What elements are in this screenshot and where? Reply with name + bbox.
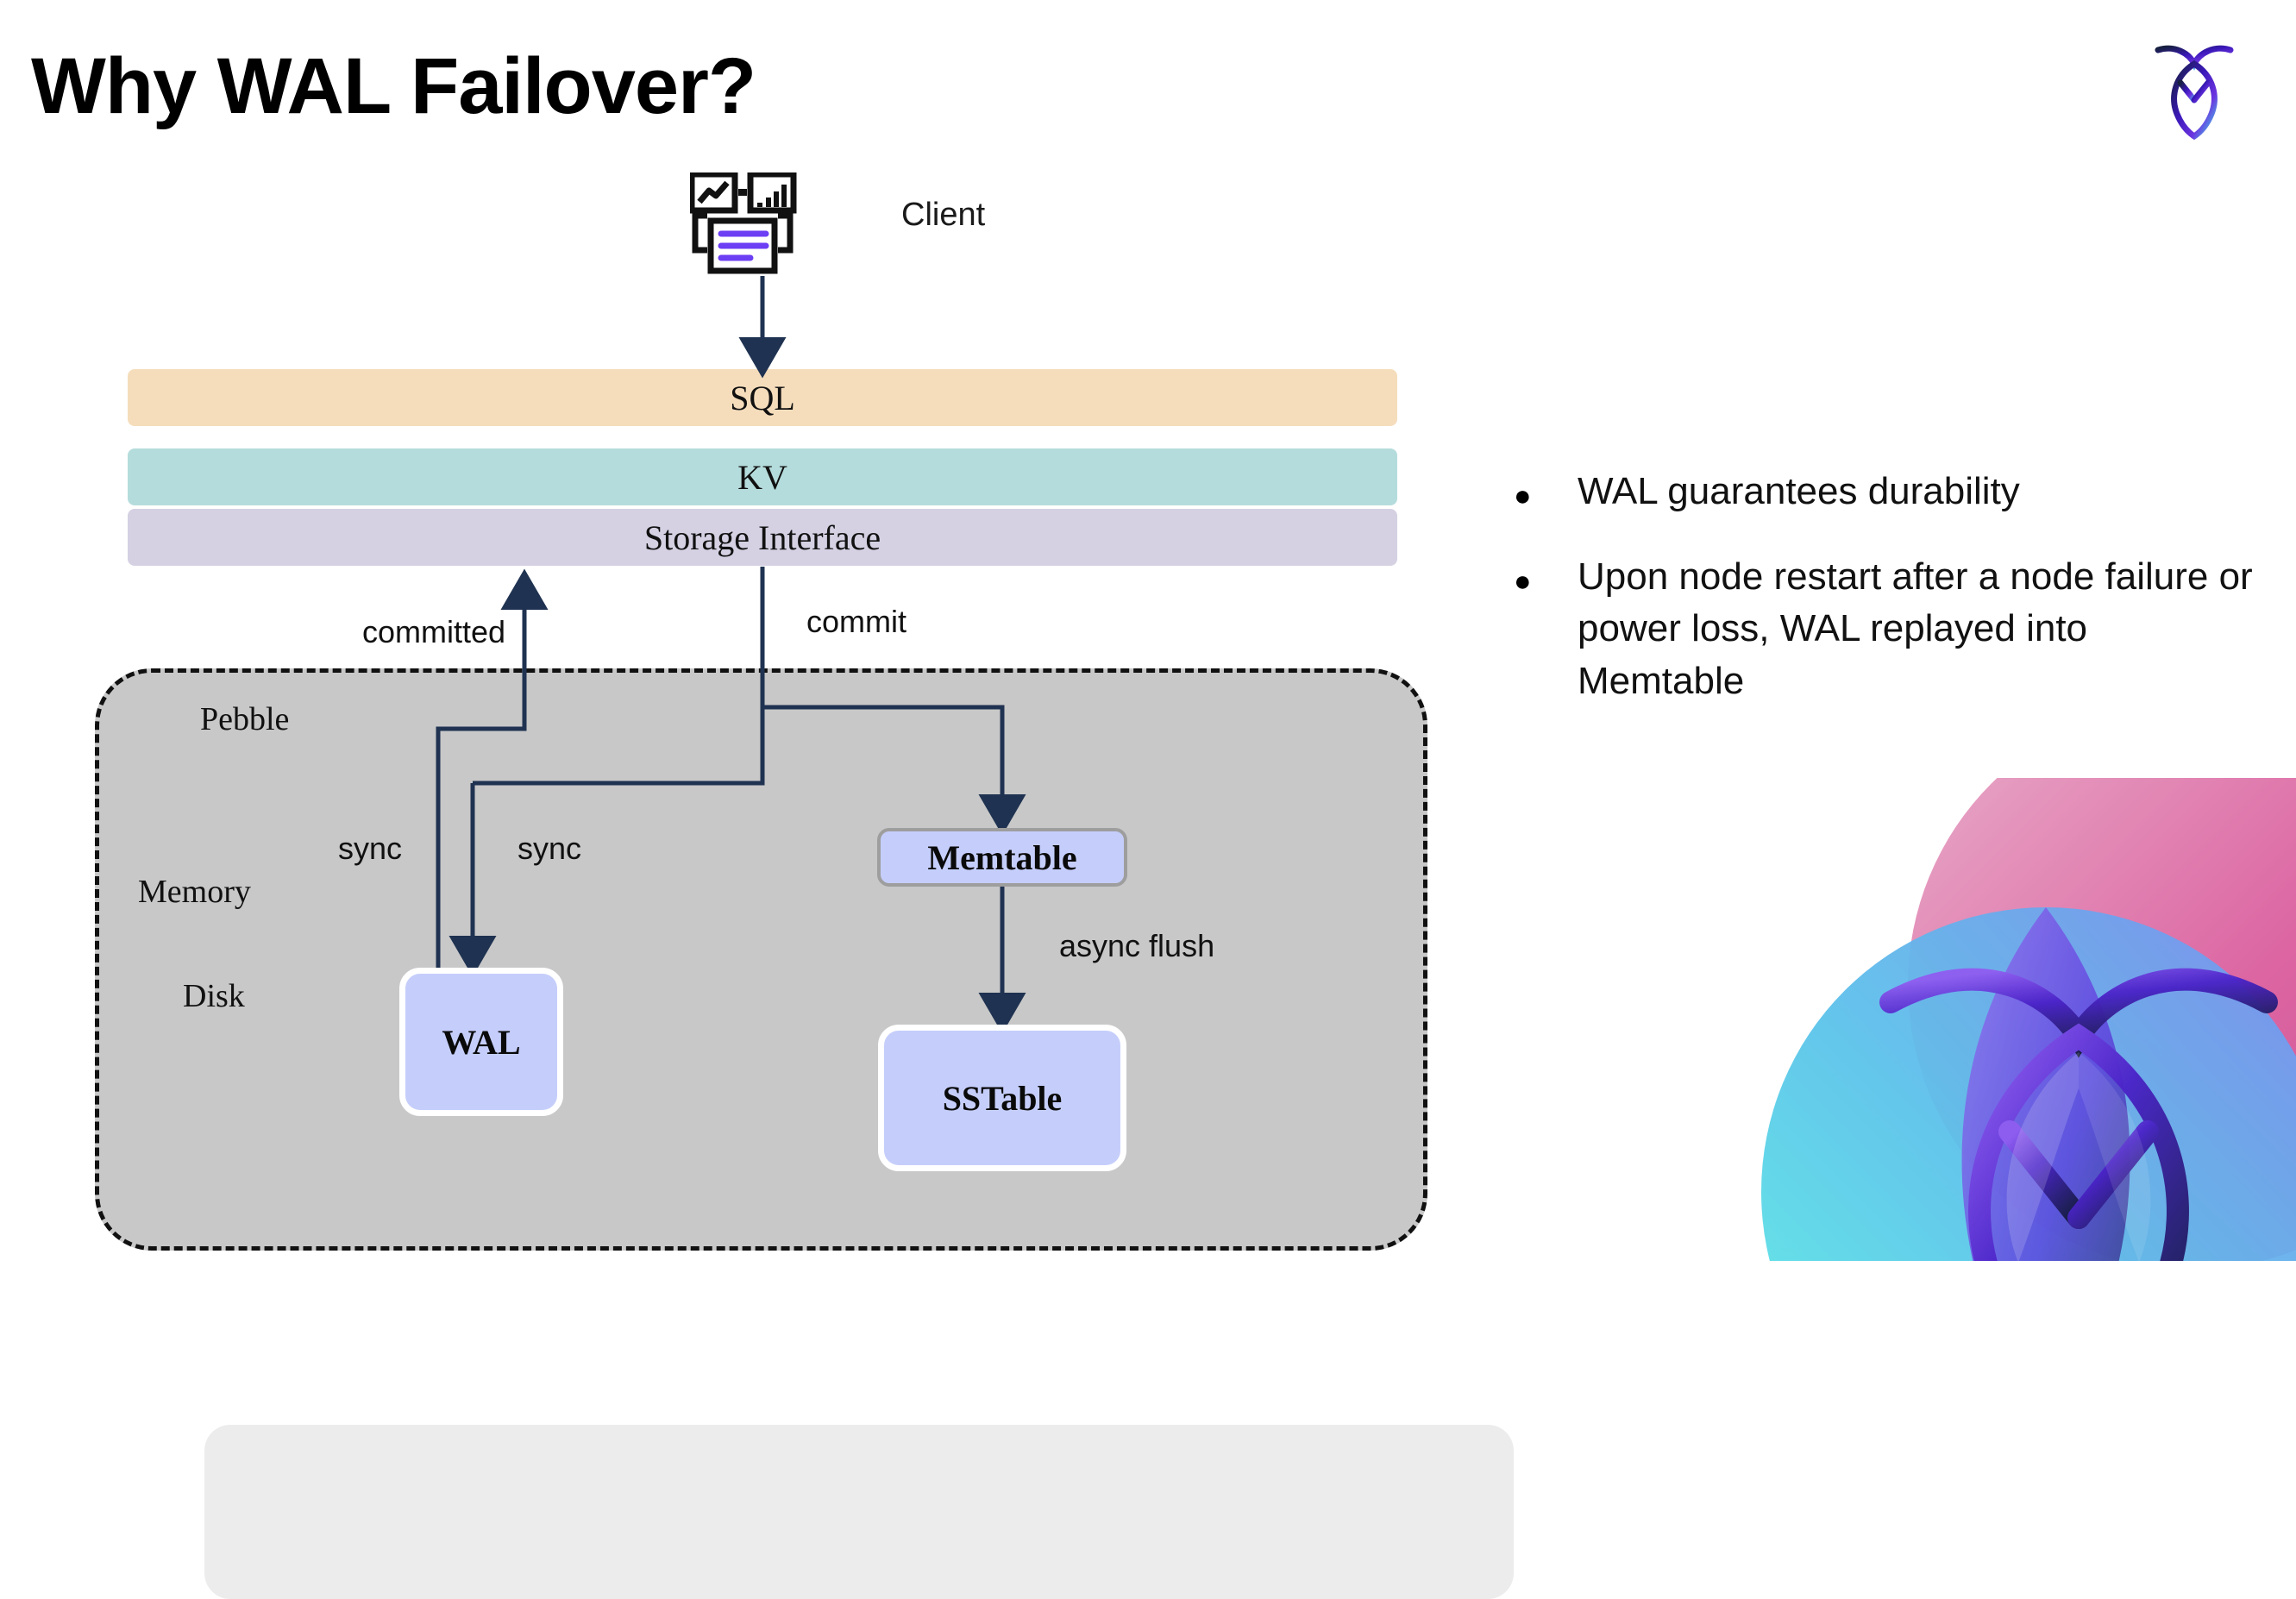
cockroach-watermark-icon <box>1675 778 2296 1261</box>
sstable-label: SSTable <box>942 1078 1063 1118</box>
wal-box[interactable]: WAL <box>399 968 563 1116</box>
layer-bar-sql-label: SQL <box>730 378 795 417</box>
pebble-label: Pebble <box>200 701 290 737</box>
edge-label-committed: committed <box>362 614 506 649</box>
diagram-connectors <box>436 276 1026 1034</box>
sstable-box[interactable]: SSTable <box>878 1025 1126 1171</box>
wal-label: WAL <box>442 1022 521 1062</box>
client-label: Client <box>901 197 986 233</box>
bullet-text: Upon node restart after a node failure o… <box>1578 555 2253 703</box>
layer-bar-storage-interface[interactable]: Storage Interface <box>128 509 1397 566</box>
memory-label: Memory <box>138 874 251 910</box>
memtable-box[interactable]: Memtable <box>877 828 1127 887</box>
bullet-text: WAL guarantees durability <box>1578 470 2020 512</box>
architecture-diagram: Client SQL KV Storage Interface Pebble M… <box>95 171 1514 1599</box>
layer-bar-storage-interface-label: Storage Interface <box>643 517 881 557</box>
edge-label-commit: commit <box>806 604 906 639</box>
edge-label-async-flush: async flush <box>1059 928 1215 963</box>
list-item: ● Upon node restart after a node failure… <box>1514 551 2255 708</box>
list-item: ● WAL guarantees durability <box>1514 466 2255 518</box>
client-device-icon <box>688 171 828 276</box>
bullet-marker-icon: ● <box>1514 564 1532 598</box>
page-title: Why WAL Failover? <box>31 42 756 130</box>
disk-label: Disk <box>183 978 245 1014</box>
memory-zone <box>204 1425 1514 1599</box>
bullet-list: ● WAL guarantees durability ● Upon node … <box>1514 466 2255 741</box>
bullet-marker-icon: ● <box>1514 480 1532 512</box>
layer-bar-kv[interactable]: KV <box>128 448 1397 505</box>
edge-label-sync-2: sync <box>518 831 582 866</box>
memtable-label: Memtable <box>927 837 1077 877</box>
layer-bar-sql[interactable]: SQL <box>128 369 1397 426</box>
edge-label-sync-1: sync <box>338 831 403 866</box>
layer-bar-kv-label: KV <box>737 457 787 497</box>
cockroach-logo-icon <box>2137 26 2251 141</box>
